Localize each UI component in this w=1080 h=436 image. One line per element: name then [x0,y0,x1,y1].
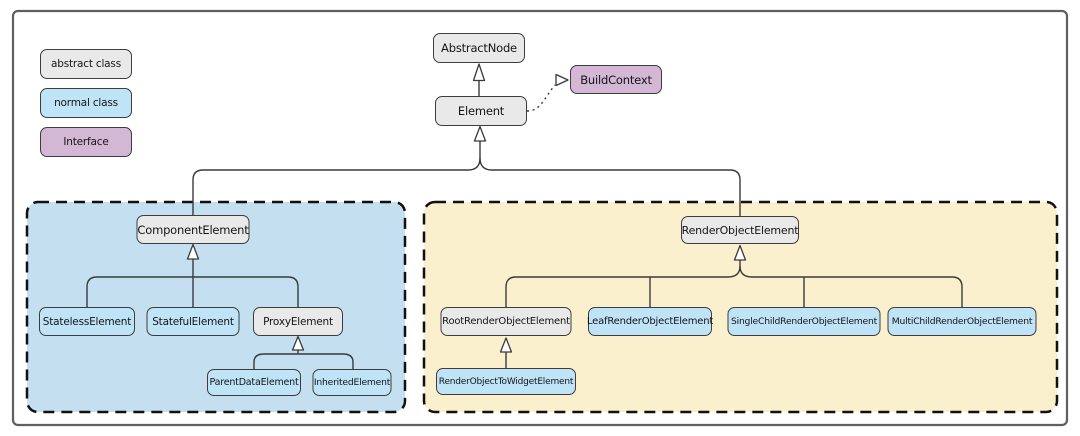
node-parent-data-element: ParentDataElement [207,369,301,396]
node-stateful-element: StatefulElement [146,307,240,336]
edge-rootrenderobjectelement-to-renderobjectelement [505,265,741,307]
legend-normal-class: normal class [40,88,132,118]
node-single-child-render-object-element: SingleChildRenderObjectElement [727,307,881,336]
inheritance-arrowhead-proxyelement [291,335,305,351]
edge-element-to-buildcontext [526,84,556,112]
edge-multichildrenderobjectelement-to-renderobjectelement [739,265,963,307]
node-render-object-to-widget-element: RenderObjectToWidgetElement [436,368,576,395]
inheritance-arrowhead-rootrenderobjectelement [499,337,513,353]
legend-interface: Interface [40,127,132,157]
node-render-object-element: RenderObjectElement [681,216,799,244]
inheritance-arrowhead-abstractnode [472,63,486,82]
node-build-context: BuildContext [570,65,662,94]
edge-parentdataelement-to-proxyelement [253,353,298,369]
node-element: Element [435,96,527,126]
node-stateless-element: StatelessElement [39,307,135,336]
node-abstract-node: AbstractNode [433,33,525,63]
inheritance-arrowhead-componentelement [186,243,200,260]
edge-statelesselement-to-componentelement [86,276,193,307]
edge-renderobjectelement-to-element [479,157,741,216]
inheritance-arrowhead-renderobjectelement [733,244,747,261]
realization-arrowhead-buildcontext [555,73,569,87]
node-leaf-render-object-element: LeafRenderObjectElement [587,307,713,336]
node-multi-child-render-object-element: MultiChildRenderObjectElement [887,307,1037,336]
node-component-element: ComponentElement [136,215,250,244]
node-proxy-element: ProxyElement [253,307,343,336]
edge-inheritedelement-to-proxyelement [298,353,354,369]
legend-abstract-class: abstract class [40,49,132,79]
node-root-render-object-element: RootRenderObjectElement [440,307,572,336]
inheritance-arrowhead-element [473,125,487,142]
edge-proxyelement-to-componentelement [193,276,299,307]
node-inherited-element: InheritedElement [312,369,392,396]
edge-componentelement-to-element [192,157,481,215]
